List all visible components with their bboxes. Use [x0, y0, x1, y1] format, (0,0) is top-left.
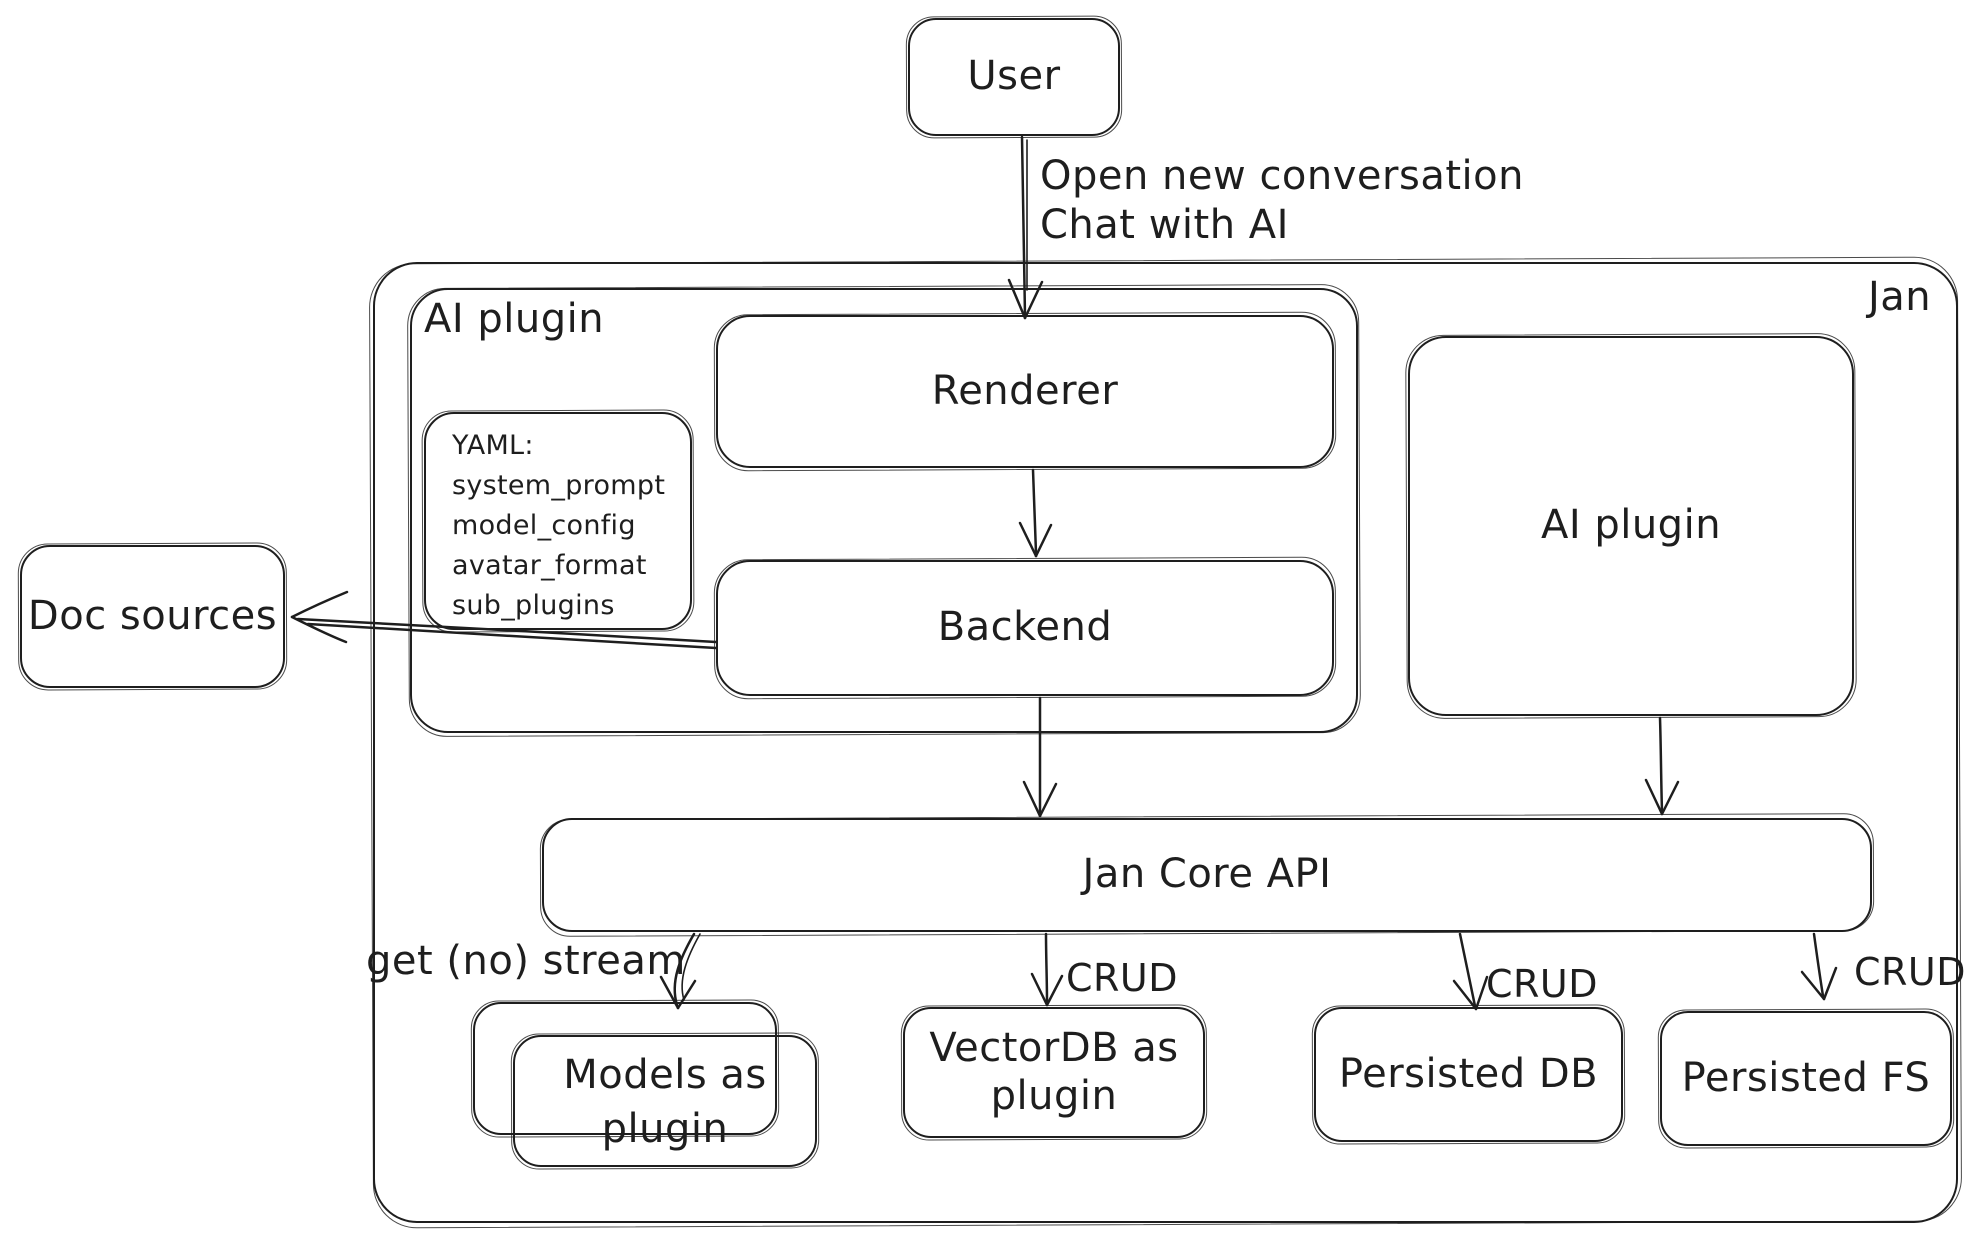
ai-plugin-right-node: AI plugin	[1408, 336, 1854, 716]
jan-label: Jan	[1868, 274, 1932, 320]
vectordb-plugin-node: VectorDB as plugin	[903, 1007, 1205, 1138]
yaml-note-line: sub_plugins	[452, 590, 615, 621]
models-plugin-label: Models as plugin	[563, 1052, 767, 1152]
ai-plugin-right-node-label: AI plugin	[1540, 502, 1722, 549]
vectordb-crud-label: CRUD	[1066, 956, 1179, 1000]
jan-container	[373, 262, 1958, 1223]
ai-plugin-left-container	[410, 288, 1358, 733]
doc-sources-node: Doc sources	[20, 545, 285, 688]
user-node: User	[908, 18, 1120, 136]
persisted-fs-node: Persisted FS	[1660, 1011, 1952, 1146]
backend-node-label: Backend	[937, 604, 1113, 651]
yaml-note-line: YAML:	[452, 430, 534, 461]
user-node-label: User	[967, 53, 1061, 100]
jan-core-api-node-label: Jan Core API	[1082, 851, 1332, 898]
ai-plugin-left-label: AI plugin	[424, 296, 605, 342]
persisted-db-node: Persisted DB	[1314, 1007, 1623, 1142]
renderer-node-label: Renderer	[931, 367, 1119, 414]
persisted-fs-crud-label: CRUD	[1854, 950, 1967, 994]
yaml-note-text: YAML: system_prompt model_config avatar_…	[452, 426, 665, 626]
models-plugin-node	[513, 1035, 817, 1167]
yaml-note-line: model_config	[452, 510, 636, 541]
backend-node: Backend	[716, 560, 1334, 696]
user-flow-label: Open new conversation Chat with AI	[1040, 153, 1524, 248]
vectordb-plugin-label: VectorDB as plugin	[929, 1025, 1179, 1119]
renderer-node: Renderer	[716, 315, 1334, 468]
yaml-note-line: avatar_format	[452, 550, 647, 581]
persisted-fs-node-label: Persisted FS	[1681, 1054, 1931, 1101]
jan-core-api-node: Jan Core API	[542, 818, 1872, 932]
doc-sources-node-label: Doc sources	[27, 592, 278, 639]
yaml-note-line: system_prompt	[452, 470, 666, 501]
get-no-stream-label: get (no) stream	[366, 938, 686, 984]
persisted-db-crud-label: CRUD	[1486, 962, 1599, 1006]
persisted-db-node-label: Persisted DB	[1338, 1050, 1599, 1097]
